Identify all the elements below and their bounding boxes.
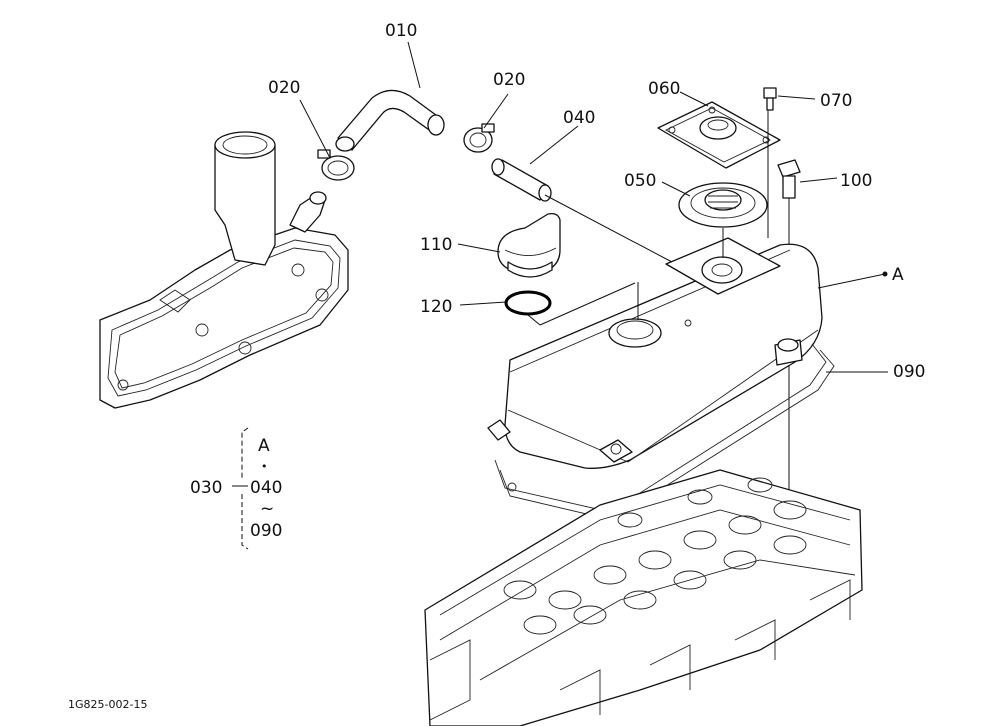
breather-pipe <box>491 158 552 202</box>
label-040: 040 <box>563 108 595 128</box>
screw-070 <box>763 87 777 111</box>
figure-code: 1G825-002-15 <box>68 698 147 711</box>
breather-cover-plate <box>657 101 781 169</box>
legend-tilde: ~ <box>260 499 274 519</box>
o-ring <box>504 290 552 316</box>
label-050: 050 <box>624 171 656 191</box>
cylinder-head-cover <box>487 237 823 469</box>
marker-dot-A <box>882 271 888 277</box>
hose-clamp-right <box>463 123 495 153</box>
label-060: 060 <box>648 79 680 99</box>
assembly-legend: A • 030 040 ~ 090 <box>190 427 282 550</box>
label-020-right: 020 <box>493 70 525 90</box>
leader-lines <box>299 41 888 373</box>
legend-dot: • <box>261 460 268 473</box>
cover-gasket <box>494 343 835 521</box>
breather-hose <box>335 89 445 152</box>
water-flange-housing <box>99 131 349 409</box>
cylinder-head <box>424 469 863 726</box>
label-110: 110 <box>420 235 452 255</box>
label-100: 100 <box>840 171 872 191</box>
label-010: 010 <box>385 21 417 41</box>
legend-040: 040 <box>250 478 282 498</box>
legend-030: 030 <box>190 478 222 498</box>
label-120: 120 <box>420 297 452 317</box>
legend-A: A <box>258 436 270 456</box>
hose-clamp-left <box>317 149 355 181</box>
breather-valve <box>678 182 768 228</box>
label-090: 090 <box>893 362 925 382</box>
label-020-left: 020 <box>268 78 300 98</box>
oil-filler-cap <box>497 212 561 278</box>
valve-spring-seats <box>503 477 807 635</box>
label-A: A <box>892 265 904 285</box>
legend-090: 090 <box>250 521 282 541</box>
label-070: 070 <box>820 91 852 111</box>
